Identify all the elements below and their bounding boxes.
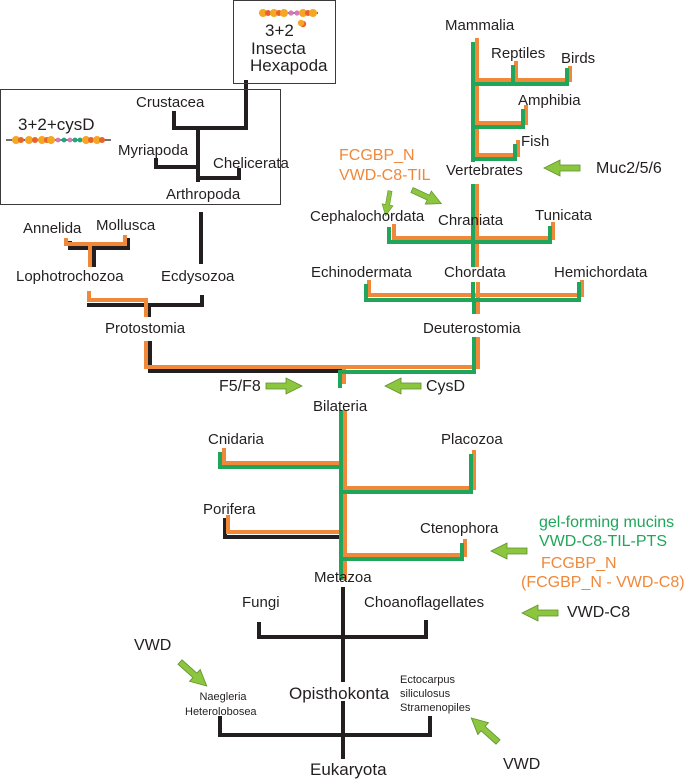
black-branches [68, 80, 432, 759]
green-ctenophora [339, 543, 464, 561]
taxon-chelicerata: Chelicerata [213, 155, 289, 172]
annotation-fcgbp-chordata-1: FCGBP_N [339, 147, 415, 164]
green-deutero-bilateria [338, 337, 476, 374]
taxon-lophotrochozoa: Lophotrochozoa [16, 268, 124, 285]
taxon-mollusca: Mollusca [96, 217, 156, 234]
taxon-porifera: Porifera [203, 501, 256, 518]
taxon-stramenopiles: Stramenopiles [400, 702, 471, 714]
arrow-cysd-icon [384, 377, 422, 395]
taxon-ectocarpus: Ectocarpus [400, 674, 456, 686]
taxon-myriapoda: Myriapoda [118, 142, 189, 159]
annotation-muc: Muc2/5/6 [596, 160, 662, 177]
green-amniota [471, 68, 569, 86]
taxon-naegleria: Naegleria [199, 691, 247, 703]
annotation-fcgbp-chordata-2: VWD-C8-TIL [339, 167, 431, 184]
taxon-protostomia: Protostomia [105, 320, 186, 337]
taxon-opisthokonta: Opisthokonta [289, 684, 390, 703]
orange-echino-hemi [367, 280, 584, 297]
arrow-muc-icon [543, 159, 581, 177]
taxon-choanoflagellates: Choanoflagellates [364, 594, 485, 611]
orange-proto-bilateria [144, 341, 346, 384]
branch-naegleria-stramenopiles [218, 716, 432, 737]
taxon-cnidaria: Cnidaria [208, 431, 264, 448]
taxon-crustacea: Crustacea [136, 94, 205, 111]
taxon-deuterostomia: Deuterostomia [423, 320, 521, 337]
arrow-vwd-naegleria-icon [174, 655, 213, 693]
branch-chelicerata [196, 168, 241, 180]
orange-annelida-mollusca [64, 235, 127, 246]
green-cephalo-tunicata [387, 226, 552, 244]
green-amphibia [471, 109, 525, 129]
orange-lophotrochozoa-protostomia [87, 291, 148, 317]
orange-placozoa [343, 450, 476, 490]
taxon-hexapoda: Hexapoda [250, 56, 328, 75]
taxon-chraniata: Chraniata [438, 212, 504, 229]
annotation-fcgbp-cteno-2: (FCGBP_N - VWD-C8) [521, 574, 685, 591]
branch-porifera-black [223, 518, 342, 539]
crustacea-domain-label: 3+2+cysD [18, 115, 95, 134]
green-fish [471, 144, 517, 161]
domain-cysd [288, 10, 294, 16]
taxon-fungi: Fungi [242, 594, 280, 611]
taxon-heterolobosea: Heterolobosea [185, 706, 257, 718]
taxon-annelida: Annelida [23, 220, 82, 237]
taxon-cephalochordata: Cephalochordata [310, 208, 425, 225]
inset-crustacea-box [0, 89, 281, 205]
annotation-cysd: CysD [426, 378, 466, 395]
annotation-fcgbp-cteno-1: FCGBP_N [541, 555, 617, 572]
taxon-vertebrates: Vertebrates [446, 162, 523, 179]
branch-protostomia-black [87, 295, 204, 307]
taxon-eukaryota: Eukaryota [310, 760, 387, 779]
green-branches [218, 42, 581, 580]
inset-insecta-box [233, 0, 336, 84]
orange-ctenophora [343, 539, 467, 557]
arrow-gel-forming-icon [490, 542, 528, 560]
arrows [174, 159, 581, 749]
branch-proto-to-bilateria-black [148, 341, 342, 373]
annotation-vwd-left: VWD [134, 637, 172, 654]
orange-porifera [226, 515, 347, 534]
taxon-bilateria: Bilateria [313, 398, 368, 415]
annotation-vwd-c8: VWD-C8 [567, 604, 631, 621]
domain-strip-crustacea [6, 136, 111, 144]
branch-fungi-choano [257, 620, 428, 639]
taxon-tunicata: Tunicata [535, 207, 592, 224]
insecta-domain-label: 3+2 [265, 21, 294, 40]
taxon-placozoa: Placozoa [441, 431, 503, 448]
taxon-birds: Birds [561, 50, 596, 67]
taxon-mammalia: Mammalia [445, 17, 515, 34]
branch-crustacea-insecta [172, 111, 248, 130]
taxon-reptiles: Reptiles [491, 45, 546, 62]
taxon-arthropoda: Arthropoda [166, 186, 241, 203]
green-placozoa [339, 454, 473, 494]
taxon-insecta: Insecta [251, 39, 306, 58]
orange-amphibia [475, 105, 528, 125]
taxon-ctenophora: Ctenophora [420, 520, 499, 537]
taxon-metazoa: Metazoa [314, 569, 372, 586]
orange-deutero-bilateria [342, 337, 480, 369]
green-cnidaria [218, 452, 343, 469]
taxon-chordata: Chordata [444, 264, 506, 281]
taxon-siliculosus: siliculosus [400, 688, 451, 700]
annotation-vwd-right: VWD [503, 756, 541, 773]
taxon-fish: Fish [521, 133, 550, 150]
annotation-f5f8: F5/F8 [219, 378, 261, 395]
annotation-gel-forming-2: VWD-C8-TIL-PTS [539, 533, 667, 550]
taxon-amphibia: Amphibia [518, 92, 581, 109]
annotation-gel-forming-1: gel-forming mucins [539, 514, 675, 531]
orange-cnidaria [222, 448, 347, 465]
branch-myriapoda [154, 158, 200, 169]
taxon-echinodermata: Echinodermata [311, 264, 412, 281]
orange-fish [475, 140, 520, 157]
orange-amniota [475, 66, 572, 82]
arrow-fcgbp-chraniata-icon [408, 183, 445, 211]
taxon-hemichordata: Hemichordata [554, 264, 648, 281]
arrow-f5f8-icon [265, 377, 303, 395]
domain-vwd [259, 9, 267, 17]
domain-strip-insecta [259, 9, 318, 28]
taxon-ecdysozoa: Ecdysozoa [161, 268, 235, 285]
arrow-vwd-c8-icon [521, 604, 559, 622]
arrow-vwd-stramenopiles-icon [465, 711, 504, 749]
